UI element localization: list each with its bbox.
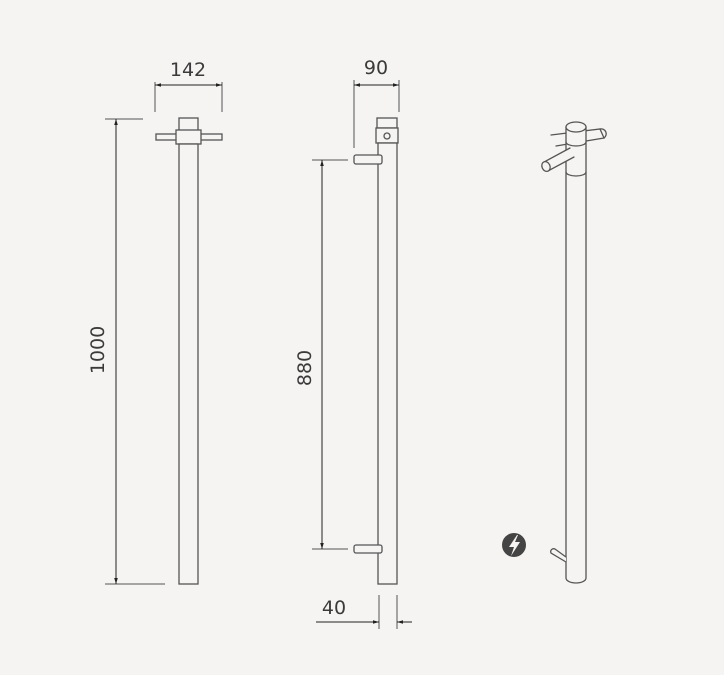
dimension-label-40: 40 <box>322 597 346 619</box>
dimension-label-880: 880 <box>294 350 316 386</box>
dimension-label-1000: 1000 <box>87 326 109 374</box>
dimension-width-front: 142 <box>154 59 223 112</box>
dimension-bar-span: 880 <box>294 159 348 550</box>
isometric-view <box>541 121 607 584</box>
dimension-depth-top: 90 <box>353 57 400 148</box>
dimension-label-142: 142 <box>170 59 206 81</box>
dimension-label-90: 90 <box>364 57 388 79</box>
side-view <box>353 117 399 585</box>
front-view <box>155 117 223 585</box>
lightning-bolt-icon <box>502 533 526 557</box>
dimension-height-total: 1000 <box>87 118 165 585</box>
dimension-bar-depth: 40 <box>316 595 412 629</box>
